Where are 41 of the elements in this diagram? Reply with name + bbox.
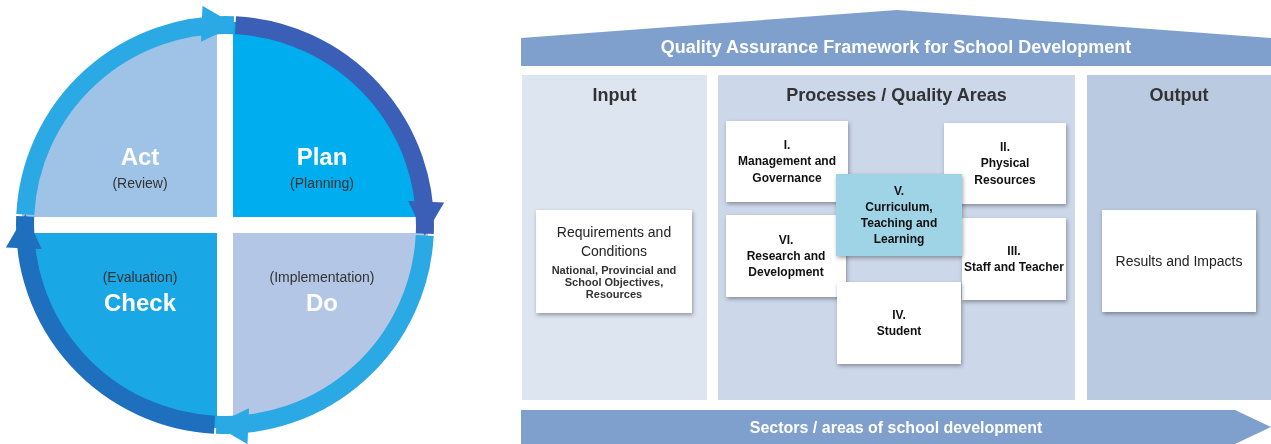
phase-title: Act xyxy=(119,143,161,171)
area-title: Student xyxy=(876,323,922,340)
area-card xyxy=(836,174,962,256)
area-title: Staff and Teacher xyxy=(964,259,1064,276)
area-card xyxy=(536,210,692,313)
card-title: Results and Impacts xyxy=(1114,251,1244,271)
area-title: Physical Resources xyxy=(973,155,1037,188)
area-card xyxy=(726,215,846,297)
area-number: IV. xyxy=(892,306,906,323)
area-card xyxy=(944,123,1066,204)
card-title: Requirements and Conditions xyxy=(555,222,673,261)
area-card xyxy=(1102,210,1256,312)
area-number: II. xyxy=(1000,139,1010,156)
area-number: VI. xyxy=(778,231,794,248)
phase-title: Do xyxy=(305,289,339,317)
phase-title: Plan xyxy=(295,143,349,171)
banner-text: Sectors / areas of school development xyxy=(749,419,1043,437)
column-panel xyxy=(522,75,707,400)
phase-subtitle: (Review) xyxy=(112,175,168,191)
phase-subtitle: (Implementation) xyxy=(269,269,375,285)
phase-subtitle: (Evaluation) xyxy=(102,269,178,285)
phase-subtitle: (Planning) xyxy=(290,175,354,191)
area-title: Curriculum, Teaching and Learning xyxy=(859,198,939,248)
column-heading: Input xyxy=(592,85,637,106)
area-title: Research and Development xyxy=(745,247,827,281)
area-card xyxy=(962,218,1066,300)
card-note: National, Provincial and School Objectives, Resources xyxy=(550,264,678,301)
banner-title: Quality Assurance Framework for School Development xyxy=(660,37,1132,58)
area-number: III. xyxy=(1007,242,1021,259)
column-panel xyxy=(718,75,1075,400)
chevron-banner xyxy=(521,410,1271,444)
area-title: Management and Governance xyxy=(737,153,837,186)
column-heading: Processes / Quality Areas xyxy=(786,85,1007,106)
area-card xyxy=(837,282,961,364)
column-heading: Output xyxy=(1149,85,1209,106)
phase-title: Check xyxy=(103,289,177,317)
column-panel xyxy=(1087,75,1271,400)
area-number: I. xyxy=(783,137,791,154)
area-card xyxy=(726,121,848,202)
area-number: V. xyxy=(893,182,905,199)
roof-banner xyxy=(521,10,1271,66)
